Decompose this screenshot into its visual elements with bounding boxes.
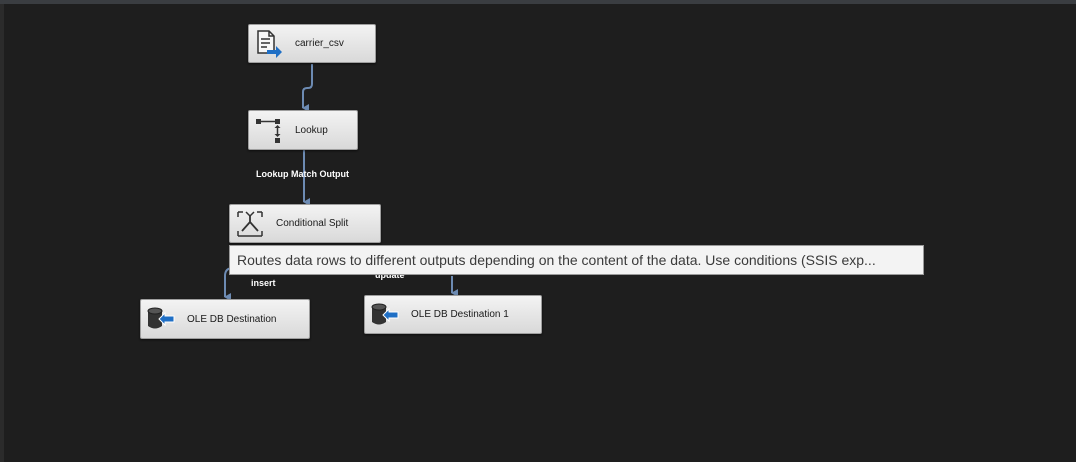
node-label: carrier_csv [295, 38, 344, 49]
node-conditional-split[interactable]: Conditional Split [229, 204, 381, 243]
flat-file-source-icon [253, 28, 285, 60]
node-lookup[interactable]: Lookup [248, 110, 358, 150]
path-label-update[interactable]: update [375, 270, 405, 280]
window-top-bar [0, 0, 1076, 4]
node-carrier-csv[interactable]: carrier_csv [248, 24, 376, 63]
ole-db-destination-icon [145, 303, 177, 335]
tooltip-conditional-split: Routes data rows to different outputs de… [229, 245, 924, 275]
node-label: OLE DB Destination 1 [411, 309, 509, 320]
path-label-lookup-match-output[interactable]: Lookup Match Output [256, 169, 349, 179]
path-label-insert[interactable]: insert [251, 278, 276, 288]
node-ole-db-destination[interactable]: OLE DB Destination [140, 299, 310, 339]
node-label: Conditional Split [276, 218, 349, 229]
node-label: OLE DB Destination [187, 313, 277, 325]
conditional-split-icon [234, 208, 266, 240]
window-left-edge [0, 4, 4, 462]
ole-db-destination-icon [369, 299, 401, 331]
path-source-to-lookup[interactable] [302, 64, 313, 112]
node-ole-db-destination-1[interactable]: OLE DB Destination 1 [364, 295, 542, 334]
node-label: Lookup [295, 124, 328, 136]
data-flow-design-surface[interactable] [4, 4, 1076, 462]
lookup-icon [253, 114, 285, 146]
